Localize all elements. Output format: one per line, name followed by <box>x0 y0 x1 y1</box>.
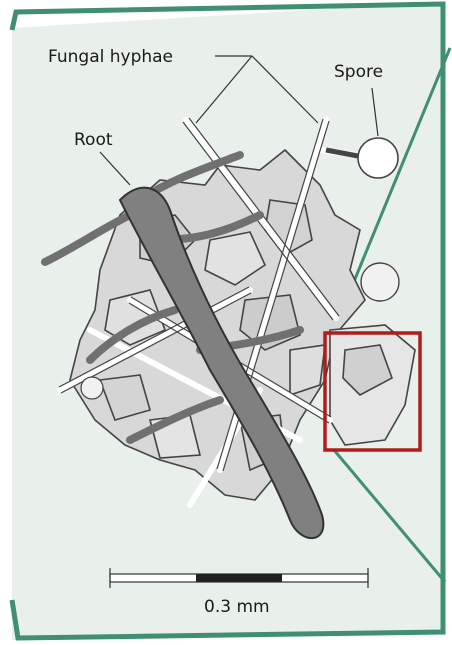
scale-bar-fill <box>196 574 282 582</box>
spore-small-right <box>361 263 399 301</box>
label-root: Root <box>74 130 113 150</box>
label-fungal-hyphae: Fungal hyphae <box>48 47 173 67</box>
spore-small-left <box>81 377 103 399</box>
spore-main <box>358 138 398 178</box>
scale-bar-label: 0.3 mm <box>204 597 270 617</box>
label-spore: Spore <box>334 62 383 82</box>
